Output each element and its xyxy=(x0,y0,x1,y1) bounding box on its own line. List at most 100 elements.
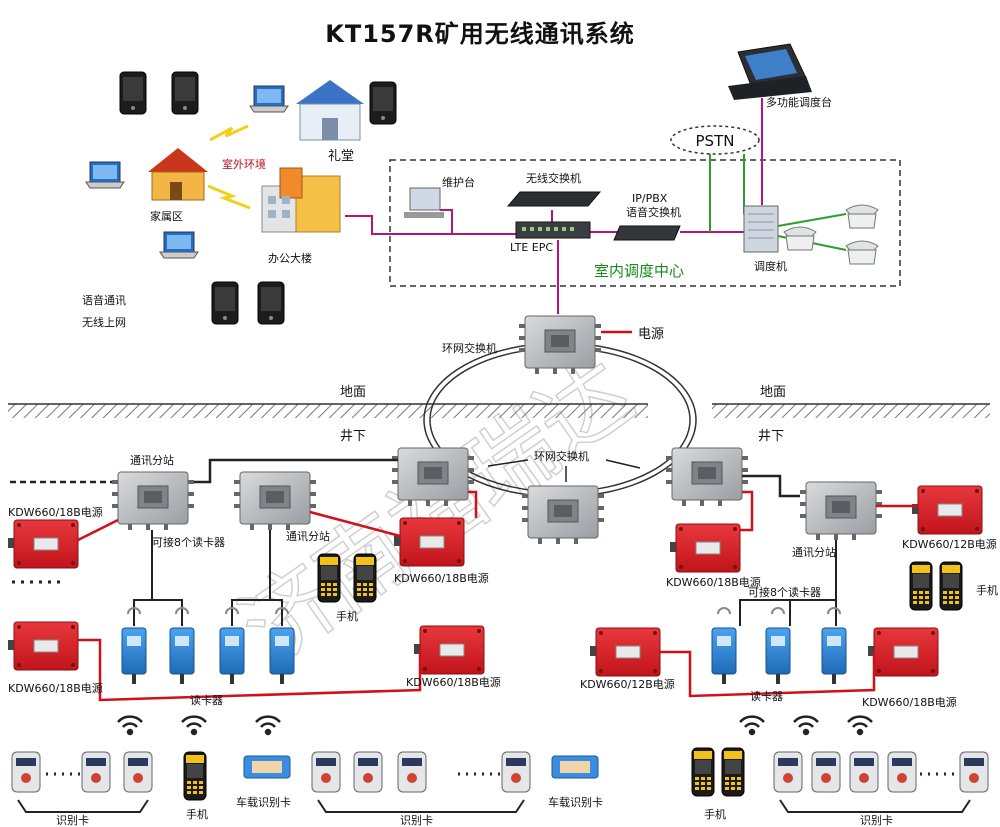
psu-label-a: KDW660/18B电源 xyxy=(8,505,103,519)
psu-label-c: KDW660/18B电源 xyxy=(8,681,103,695)
power-label: 电源 xyxy=(638,327,664,342)
reader-cable xyxy=(739,540,837,626)
pointer-arrow xyxy=(487,459,529,467)
reader-cable xyxy=(133,530,183,626)
psu-4 xyxy=(413,625,485,675)
dispatch-center: PSTN 多功能调度台 维护台 无线交换机 IP/PBX 语音交换机 LTE E… xyxy=(345,43,901,314)
underground-right xyxy=(589,474,983,698)
pointer-arrow xyxy=(605,459,641,469)
psu-label-h: KDW660/12B电源 xyxy=(580,677,675,691)
reader-label-2: 读卡器 xyxy=(750,689,783,703)
reader-cable xyxy=(231,530,283,626)
smartphone-icon xyxy=(171,71,199,115)
mining-phone-icon xyxy=(691,747,715,797)
vehicle-card-icon xyxy=(243,755,291,779)
wireless-link xyxy=(207,184,251,210)
phone-label-3: 手机 xyxy=(976,583,998,597)
mining-phone-icon xyxy=(183,751,207,801)
telephone-icon xyxy=(783,226,817,251)
bottom-devices xyxy=(11,715,989,813)
id-card-icon xyxy=(959,751,989,793)
mining-phone-icon xyxy=(353,553,377,603)
psu-label-e: KDW660/18B电源 xyxy=(666,575,761,589)
smartphone-icon xyxy=(257,281,285,325)
id-card-icon xyxy=(501,751,531,793)
ring-switch-center-label: 环网交换机 xyxy=(534,449,589,463)
wireless-signal-icon xyxy=(180,715,208,736)
wireless-internet-label: 无线上网 xyxy=(82,315,126,329)
power-link xyxy=(78,638,422,702)
ring-switch-left xyxy=(391,447,475,507)
psu-5 xyxy=(669,523,741,573)
smartphone-icon xyxy=(119,71,147,115)
id-card-icon xyxy=(887,751,917,793)
pstn-label: PSTN xyxy=(696,132,735,150)
id-card-icon xyxy=(81,751,111,793)
id-card-label-2: 识别卡 xyxy=(400,814,433,827)
smartphone-icon xyxy=(369,81,397,125)
substation-label-1: 通讯分站 xyxy=(130,453,174,467)
psu-8 xyxy=(867,627,939,677)
laptop-icon xyxy=(159,231,199,259)
office-building-label: 办公大楼 xyxy=(268,251,312,265)
id-card-icon xyxy=(353,751,383,793)
backbone-cable xyxy=(188,458,398,484)
house-icon xyxy=(148,148,208,201)
psu-1 xyxy=(7,519,79,569)
psu-2 xyxy=(393,517,465,567)
substation-label-3: 通讯分站 xyxy=(792,545,836,559)
psu-label-g: KDW660/12B电源 xyxy=(902,537,997,551)
laptop-icon xyxy=(249,85,289,113)
id-card-icon xyxy=(397,751,427,793)
underground-label-left: 井下 xyxy=(340,429,366,444)
ring-switch-top xyxy=(518,315,602,375)
psu-6 xyxy=(911,485,983,535)
auditorium-icon xyxy=(296,80,364,141)
card-reader xyxy=(765,607,791,685)
id-card-icon xyxy=(123,751,153,793)
ground-label-left: 地面 xyxy=(340,385,366,400)
id-card-label-1: 识别卡 xyxy=(56,814,89,827)
dispatch-center-title: 室内调度中心 xyxy=(594,262,684,280)
power-link xyxy=(468,490,478,518)
mining-phone-icon xyxy=(721,747,745,797)
id-card-icon xyxy=(811,751,841,793)
maintenance-console-icon xyxy=(404,187,444,218)
ip-pbx-icon xyxy=(613,225,681,241)
id-card-icon xyxy=(773,751,803,793)
surface-area: 室外环境 礼堂 家属区 办公大楼 语音通讯 无线上网 xyxy=(82,71,397,329)
dispatcher-server-icon xyxy=(743,205,779,253)
power-link xyxy=(660,650,876,698)
lte-epc-icon xyxy=(515,221,591,239)
reader-note-2: 可接8个读卡器 xyxy=(748,585,821,599)
voice-comm-label: 语音通讯 xyxy=(82,293,126,307)
office-building-icon xyxy=(261,167,341,233)
vehicle-card-icon xyxy=(551,755,599,779)
substation-label-2: 通讯分站 xyxy=(286,529,330,543)
phone-label-2: 手机 xyxy=(186,807,208,821)
wireless-link xyxy=(209,124,249,142)
reader-note-1: 可接8个读卡器 xyxy=(152,535,225,549)
id-card-label-3: 识别卡 xyxy=(860,814,893,827)
ground-label-right: 地面 xyxy=(760,385,786,400)
psu-label-d: KDW660/18B电源 xyxy=(406,675,501,689)
phone-label-4: 手机 xyxy=(704,807,726,821)
substation-3 xyxy=(799,481,883,541)
psu-7 xyxy=(589,627,661,677)
wireless-signal-icon xyxy=(846,715,874,736)
family-area-label: 家属区 xyxy=(150,209,183,223)
diagram-title: KT157R矿用无线通讯系统 xyxy=(325,20,635,48)
reader-label-1: 读卡器 xyxy=(190,693,223,707)
dispatch-console-label: 多功能调度台 xyxy=(766,95,832,109)
telephone-icon xyxy=(845,204,879,229)
dispatcher-label: 调度机 xyxy=(754,259,787,273)
ring-switch-top-label: 环网交换机 xyxy=(442,341,497,355)
power-link xyxy=(309,510,401,538)
auditorium-label: 礼堂 xyxy=(328,148,354,164)
psu-label-f: KDW660/18B电源 xyxy=(862,695,957,709)
vehicle-card-label-2: 车载识别卡 xyxy=(548,795,603,809)
mining-phone-icon xyxy=(317,553,341,603)
wireless-switch-icon xyxy=(506,191,602,207)
mining-phone-icon xyxy=(909,561,933,611)
ground-surface xyxy=(8,403,990,418)
